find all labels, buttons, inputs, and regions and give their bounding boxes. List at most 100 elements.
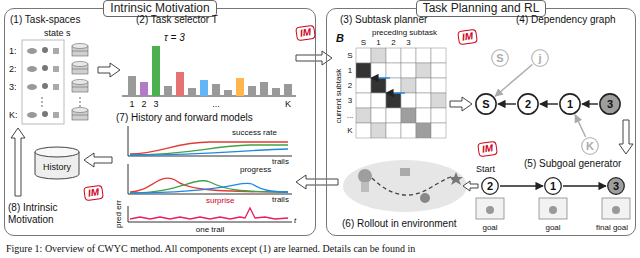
selection-bar [260,82,268,96]
selection-bar [128,76,136,96]
text-label: 1 [348,66,352,75]
matrix-cell [386,123,401,138]
text-label: 2 [141,99,146,109]
text-label: ... [347,111,354,120]
graph-node: 2 [517,93,539,115]
node-label: History [43,162,71,173]
text-label: state s [44,28,71,38]
matrix-cell [416,48,431,63]
text-label: (8) Intrinsic Motivation [8,202,100,225]
text-label: S [347,51,352,60]
dependency-arrow [575,115,586,137]
matrix-cell [371,123,386,138]
node-circle [600,94,620,114]
node-label: j [538,52,541,64]
text-label: 2: [9,64,17,74]
node-circle [492,50,509,67]
node-circle [482,178,499,195]
text-label: τ = 3 [164,32,185,44]
selection-bar [224,90,232,96]
node-label: 1 [550,180,556,192]
matrix-cell [431,123,446,138]
figure-caption: Figure 1: Overview of CWYC method. All c… [6,243,415,255]
text-label: 1 [376,38,380,47]
node-label: S [482,98,489,110]
dependency-arrow [563,185,606,186]
subtask-matrix [356,48,446,138]
node-label: K [586,140,594,152]
text-label: K: [9,110,18,120]
text-label: 2 [348,81,352,90]
state-column [22,40,64,124]
text-label: final goal [596,223,628,232]
graph-node: K [581,137,599,155]
text-label: progress [240,165,271,174]
matrix-cell [416,93,431,108]
matrix-cell [401,108,416,123]
matrix-cell [371,108,386,123]
graph-node: S [475,93,497,115]
database-cylinder: History [34,146,80,180]
text-label: (4) Dependency graph [516,14,616,26]
text-label: Start [476,164,495,174]
graph-node: 3 [599,93,621,115]
planner-arrow [386,92,405,93]
selection-bar [236,78,244,96]
bar-axis [122,96,296,97]
text-label: current subtask [334,69,343,124]
matrix-cell [416,108,431,123]
node-label: 3 [607,98,613,110]
selection-bar [248,86,256,96]
text-label: 1: [9,46,17,56]
matrix-cell [356,108,371,123]
text-label: (7) History and forward models [116,112,253,124]
node-label: 1 [567,98,573,110]
node-label: 2 [525,98,531,110]
text-label: (3) Subtask planner [340,14,427,26]
text-label: ... [212,99,220,109]
matrix-cell [401,63,416,78]
text-label: (2) Task selector T [136,14,218,26]
node-circle [518,94,538,114]
graph-node: 2 [481,177,499,195]
matrix-cell [356,63,371,78]
text-label: 2 [391,38,395,47]
planner-arrow [371,77,390,78]
text-label: 3 [348,96,352,105]
text-label: S [361,38,366,47]
node-label: 3 [613,180,619,192]
matrix-cell [431,93,446,108]
matrix-cell [356,48,371,63]
dependency-arrow [500,185,543,186]
dependency-arrow [582,103,598,104]
im-stamp: IM [295,25,316,41]
matrix-cell [386,93,401,108]
matrix-cell [431,63,446,78]
text-label: (5) Subgoal generator [524,158,621,170]
flow-arrows [11,51,633,196]
matrix-cell [356,78,371,93]
text-label: (1) Task-spaces [10,14,80,26]
node-circle [476,94,496,114]
dependency-arrow [498,103,516,104]
selection-bar [284,84,292,96]
text-label: goal [482,223,497,232]
text-label: 3 [153,99,158,109]
text-label: 3: [9,82,17,92]
matrix-cell [386,108,401,123]
text-label: (6) Rollout in environment [342,218,457,230]
selection-bar [200,80,208,96]
matrix-cell [416,123,431,138]
matrix-cell [431,108,446,123]
selection-bar [152,46,160,96]
stacks [72,44,88,121]
node-circle [582,138,599,155]
text-label: trails [272,195,289,204]
node-circle [560,94,580,114]
dependency-arrow [495,64,532,96]
matrix-cell [416,78,431,93]
text-label: 3 [406,38,410,47]
selection-bar [164,86,172,96]
node-label: S [496,52,503,64]
